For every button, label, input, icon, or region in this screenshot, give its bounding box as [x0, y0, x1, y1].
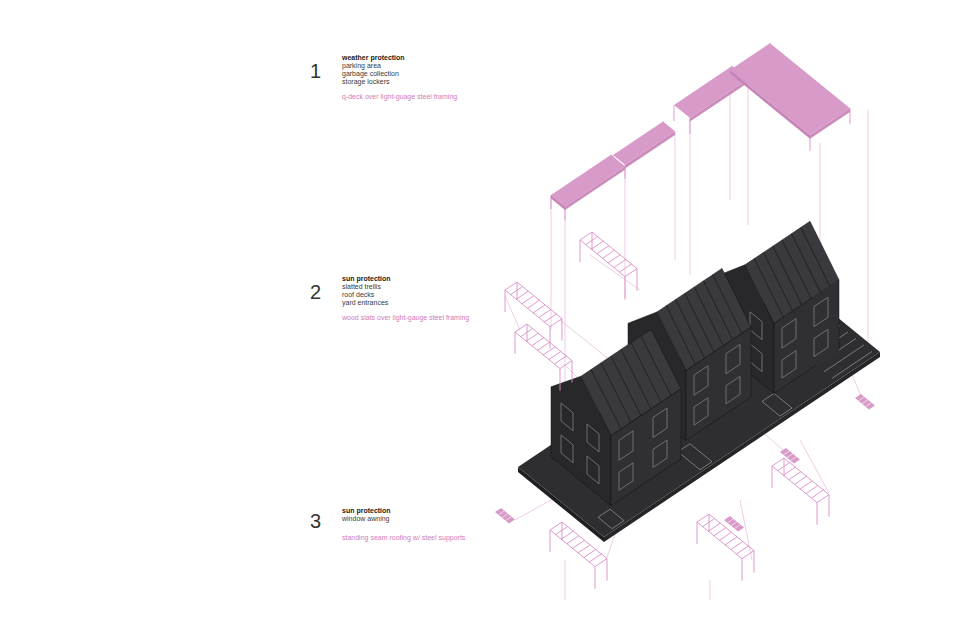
item-label: slatted trellis — [342, 283, 381, 291]
section-heading: weather protection — [342, 54, 405, 62]
section-heading: sun protection — [342, 275, 391, 283]
item-label: storage lockers — [342, 78, 389, 86]
section-heading: sun protection — [342, 507, 391, 515]
house — [551, 329, 681, 505]
trellises — [505, 232, 829, 589]
awnings — [495, 394, 875, 531]
item-label: garbage collection — [342, 70, 399, 78]
callout-number: 2 — [310, 281, 321, 303]
item-label: roof decks — [342, 291, 374, 299]
material-note: q-deck over light-guage steel framing — [342, 93, 457, 101]
item-label: yard entrances — [342, 299, 388, 307]
item-label: parking area — [342, 62, 381, 70]
item-label: window awning — [342, 515, 389, 523]
material-note: standing seam roofing w/ steel supports — [342, 534, 465, 542]
material-note: wood slats over light-gauge steel framin… — [342, 314, 469, 322]
roof-plates — [551, 43, 850, 220]
callout-number: 1 — [310, 60, 321, 82]
callout-number: 3 — [310, 510, 321, 532]
leader-lines — [505, 70, 868, 600]
